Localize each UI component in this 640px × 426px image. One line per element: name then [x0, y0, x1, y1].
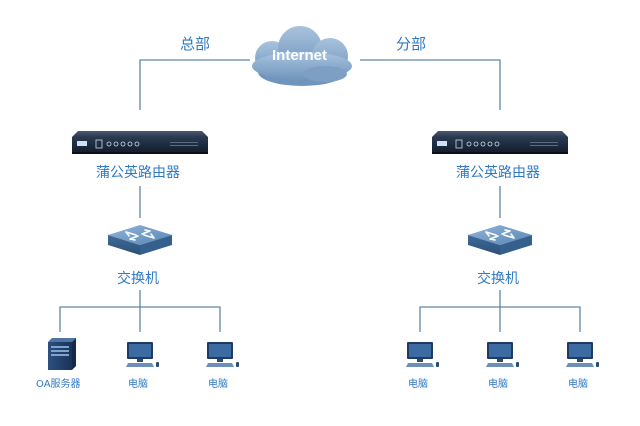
computer-icon	[406, 342, 439, 367]
server-icon	[48, 338, 76, 370]
internet-label: Internet	[272, 47, 328, 64]
link-branch-internet	[360, 59, 501, 110]
switch-label-branch: 交换机	[477, 271, 519, 287]
switch-label-hq: 交换机	[117, 271, 159, 287]
device-label: 电脑	[408, 379, 428, 390]
computer-icon	[206, 342, 239, 367]
site-label-branch: 分部	[396, 35, 427, 53]
router-branch-icon	[431, 130, 569, 155]
device-label: 电脑	[568, 379, 588, 390]
computer-icon	[126, 342, 159, 367]
device-label-server: OA服务器	[36, 379, 81, 390]
links	[59, 59, 581, 332]
computer-icon	[566, 342, 599, 367]
internet-cloud-icon	[252, 26, 352, 86]
router-hq-icon	[71, 130, 209, 155]
device-label: 电脑	[208, 379, 228, 390]
device-label: 电脑	[488, 379, 508, 390]
switch-branch-icon	[467, 224, 533, 256]
site-label-hq: 总部	[180, 35, 211, 53]
router-label-hq: 蒲公英路由器	[96, 165, 180, 181]
link-hq-internet	[139, 59, 250, 110]
switch-hq-icon	[107, 224, 173, 256]
computer-icon	[486, 342, 519, 367]
device-label: 电脑	[128, 379, 148, 390]
router-label-branch: 蒲公英路由器	[456, 165, 540, 181]
